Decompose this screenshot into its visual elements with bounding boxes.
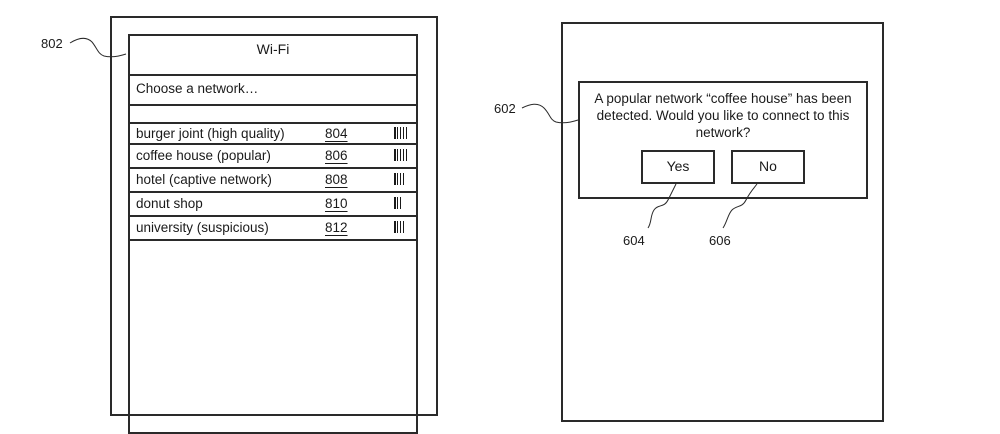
signal-bar xyxy=(394,149,396,161)
ref-602: 602 xyxy=(494,101,516,116)
network-name: donut shop xyxy=(136,196,203,211)
leader-602 xyxy=(521,103,579,124)
network-name: university (suspicious) xyxy=(136,220,269,235)
choose-network-label: Choose a network… xyxy=(130,76,416,106)
signal-bar xyxy=(396,221,399,233)
network-ref-numeral: 812 xyxy=(325,220,348,235)
network-row[interactable]: hotel (captive network) 808 xyxy=(130,170,416,193)
signal-bar xyxy=(405,127,408,139)
popular-network-dialog: A popular network “coffee house” has bee… xyxy=(578,81,868,199)
signal-bar xyxy=(396,173,399,185)
signal-bar xyxy=(394,173,396,185)
network-name: hotel (captive network) xyxy=(136,172,272,187)
signal-bar xyxy=(402,127,405,139)
signal-bar xyxy=(399,149,402,161)
signal-bar xyxy=(399,127,402,139)
signal-strength-icon xyxy=(394,221,406,234)
signal-bar xyxy=(396,197,399,209)
signal-bar xyxy=(405,149,408,161)
signal-strength-icon xyxy=(394,149,408,162)
signal-bar xyxy=(402,149,405,161)
leader-lines xyxy=(69,37,758,229)
leader-604 xyxy=(647,183,677,229)
signal-strength-icon xyxy=(394,173,406,186)
ref-802: 802 xyxy=(41,36,63,51)
signal-strength-icon xyxy=(394,127,408,140)
signal-bar xyxy=(399,173,402,185)
network-row[interactable]: donut shop 810 xyxy=(130,194,416,217)
no-button[interactable]: No xyxy=(731,150,805,184)
network-name: burger joint (high quality) xyxy=(136,126,285,141)
network-name: coffee house (popular) xyxy=(136,148,271,163)
yes-button[interactable]: Yes xyxy=(641,150,715,184)
wifi-title: Wi-Fi xyxy=(130,36,416,76)
signal-bar xyxy=(394,197,396,209)
network-ref-numeral: 810 xyxy=(325,196,348,211)
wifi-screen: Wi-Fi Choose a network… burger joint (hi… xyxy=(128,34,418,434)
signal-bar xyxy=(399,197,402,209)
signal-bar xyxy=(394,221,396,233)
signal-bar xyxy=(396,149,399,161)
signal-bar xyxy=(399,221,402,233)
network-row[interactable]: burger joint (high quality) 804 xyxy=(130,122,416,145)
dialog-message: A popular network “coffee house” has bee… xyxy=(594,91,852,140)
right-device-frame: A popular network “coffee house” has bee… xyxy=(561,22,884,422)
ref-606: 606 xyxy=(709,233,731,248)
left-device-frame: Wi-Fi Choose a network… burger joint (hi… xyxy=(110,16,438,434)
network-ref-numeral: 806 xyxy=(325,148,348,163)
network-row[interactable]: coffee house (popular) 806 xyxy=(130,146,416,169)
signal-bar xyxy=(394,127,396,139)
leader-802 xyxy=(69,37,127,58)
ref-604: 604 xyxy=(623,233,645,248)
network-row[interactable]: university (suspicious) 812 xyxy=(130,218,416,241)
network-ref-numeral: 804 xyxy=(325,126,348,141)
signal-strength-icon xyxy=(394,197,403,210)
leader-606 xyxy=(722,183,758,229)
signal-bar xyxy=(402,173,405,185)
signal-bar xyxy=(396,127,399,139)
network-ref-numeral: 808 xyxy=(325,172,348,187)
signal-bar xyxy=(402,221,405,233)
